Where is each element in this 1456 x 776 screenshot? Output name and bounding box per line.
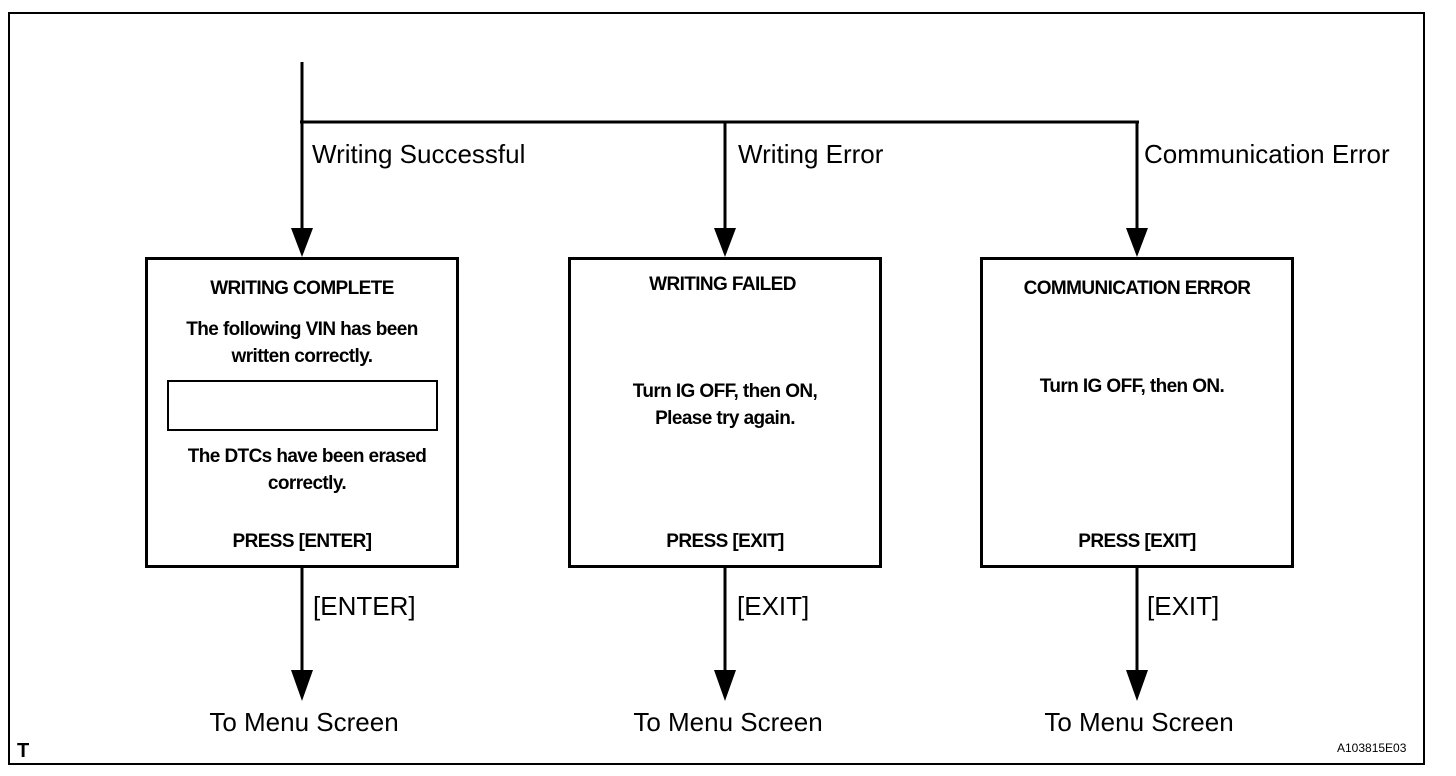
destination-menu-screen: To Menu Screen [209,707,399,737]
arrowhead-4 [291,670,313,701]
screen-prompt: PRESS [EXIT] [1078,531,1196,552]
branch-label-write-error: Writing Error [738,139,884,169]
screen-title: WRITING FAILED [649,274,796,295]
arrowhead-3 [1126,228,1148,257]
key-label-enter: [ENTER] [313,591,416,621]
screen-message: The following VIN has been written corre… [186,319,418,367]
screen-prompt: PRESS [ENTER] [232,531,373,552]
key-label-exit: [EXIT] [1147,591,1220,621]
arrowhead-6 [1126,670,1148,701]
branch-label-success: Writing Successful [312,139,526,169]
screen-title: COMMUNICATION ERROR [1023,278,1251,299]
diagram-frame [8,12,1425,765]
arrowhead-2 [714,228,736,257]
figure-id: A103815E03 [1337,741,1407,755]
key-label-exit: [EXIT] [737,591,810,621]
destination-menu-screen: To Menu Screen [633,707,823,737]
writing-complete-screen: WRITING COMPLETE The following VIN has b… [145,257,459,568]
corner-mark: T [17,740,30,762]
screen-message: Turn IG OFF, then ON, Please try again. [632,381,818,429]
screen-message-dtc: The DTCs have been erased correctly. [187,446,427,494]
arrowhead-1 [291,228,313,257]
writing-failed-screen: WRITING FAILED Turn IG OFF, then ON, Ple… [568,257,882,568]
screen-title: WRITING COMPLETE [210,278,394,299]
branch-label-comm-error: Communication Error [1144,139,1390,169]
screen-prompt: PRESS [EXIT] [666,531,784,552]
communication-error-screen: COMMUNICATION ERROR Turn IG OFF, then ON… [980,257,1294,568]
destination-menu-screen: To Menu Screen [1044,707,1234,737]
arrowhead-5 [714,670,736,701]
screen-message: Turn IG OFF, then ON. [1039,376,1225,397]
vin-display-box [167,380,438,431]
